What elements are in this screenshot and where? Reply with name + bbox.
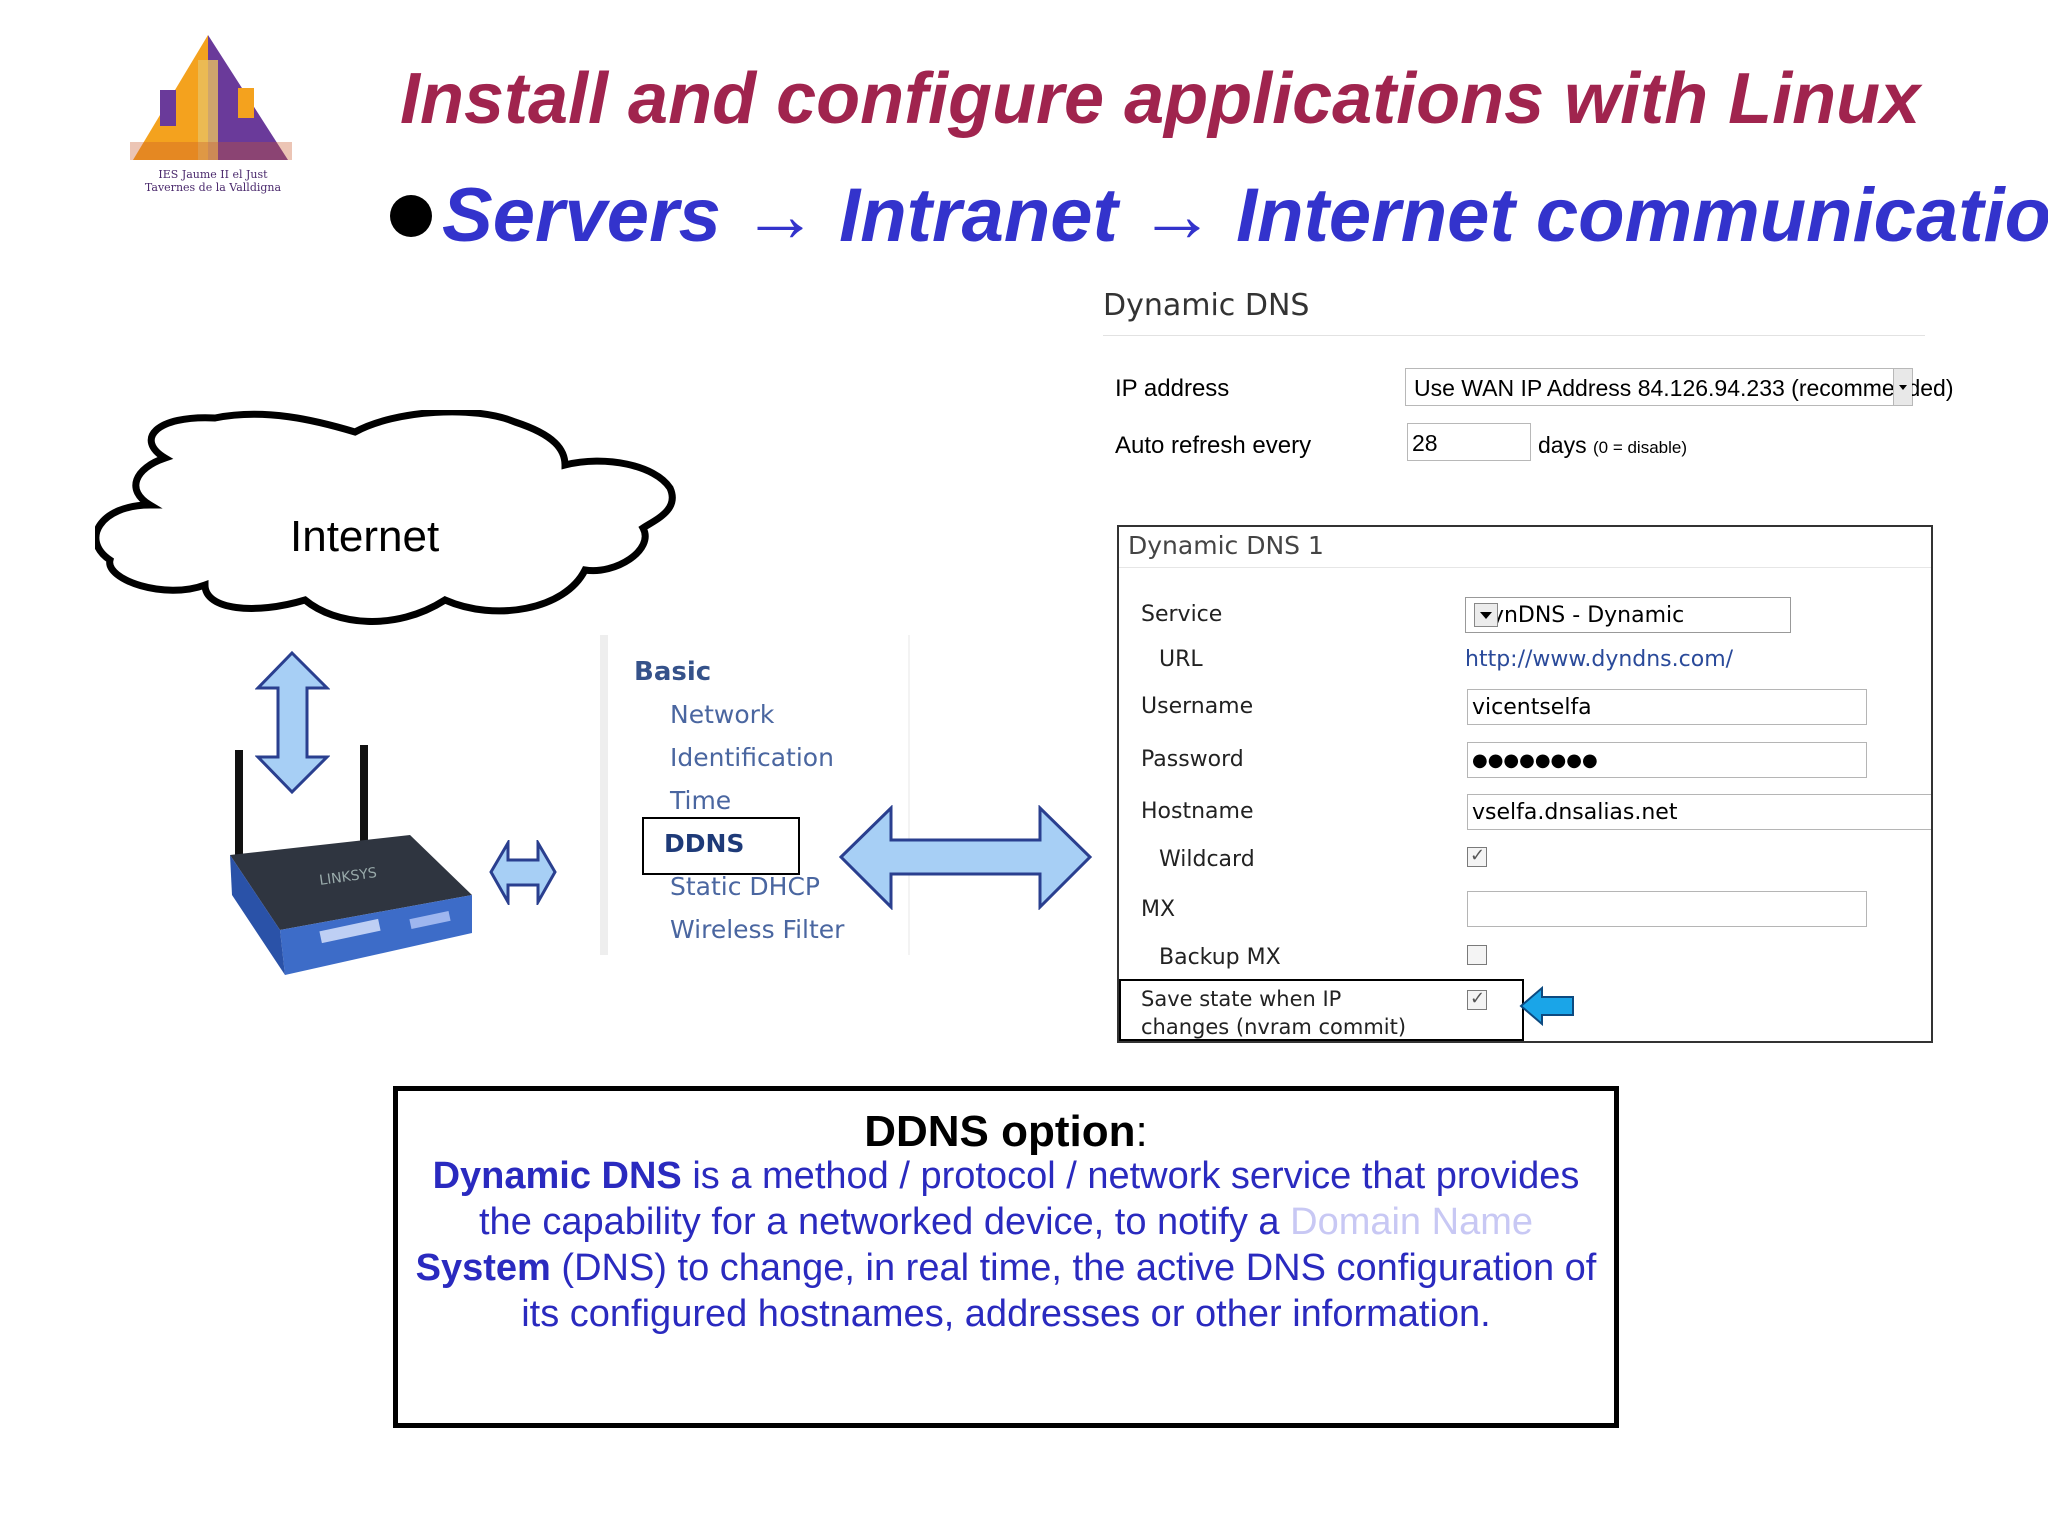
- hostname-value: vselfa.dnsalias.net: [1472, 800, 1677, 825]
- nav-item-time[interactable]: Time: [670, 786, 731, 815]
- logo-caption-line1: IES Jaume II el Just: [128, 168, 298, 181]
- logo-triangle-icon: [128, 30, 298, 165]
- definition-text-part2: (DNS) to change, in real time, the activ…: [521, 1247, 1596, 1335]
- cloud-label: Internet: [290, 512, 439, 562]
- definition-box: DDNS option: Dynamic DNS is a method / p…: [393, 1086, 1619, 1428]
- school-logo: IES Jaume II el Just Tavernes de la Vall…: [128, 30, 298, 205]
- url-link[interactable]: http://www.dyndns.com/: [1465, 647, 1733, 672]
- definition-heading: DDNS option:: [398, 1107, 1614, 1157]
- ip-address-label: IP address: [1115, 375, 1229, 403]
- nav-item-identification[interactable]: Identification: [670, 743, 834, 772]
- slide-subtitle: Servers → Intranet → Internet communicat…: [442, 172, 2048, 259]
- url-label: URL: [1159, 647, 1203, 672]
- ddns1-divider: [1119, 567, 1931, 568]
- definition-heading-bold: DDNS option: [864, 1107, 1135, 1156]
- ip-address-value: Use WAN IP Address 84.126.94.233 (recomm…: [1414, 375, 1954, 402]
- hostname-label: Hostname: [1141, 799, 1253, 824]
- logo-caption-line2: Tavernes de la Valldigna: [128, 181, 298, 194]
- backup-mx-checkbox[interactable]: [1467, 945, 1487, 965]
- wireless-router-icon: LINKSYS: [210, 745, 480, 985]
- double-arrow-horizontal-icon: [838, 805, 1093, 910]
- nav-heading: Basic: [634, 657, 711, 687]
- definition-text: Dynamic DNS is a method / protocol / net…: [408, 1153, 1604, 1337]
- service-label: Service: [1141, 602, 1222, 627]
- service-value: DynDNS - Dynamic: [1474, 603, 1684, 628]
- ddns-section-title: Dynamic DNS: [1103, 288, 1309, 323]
- username-label: Username: [1141, 694, 1253, 719]
- wildcard-checkbox[interactable]: [1467, 847, 1487, 867]
- nav-item-wireless-filter[interactable]: Wireless Filter: [670, 915, 844, 944]
- double-arrow-small-icon: [488, 840, 558, 905]
- hostname-input[interactable]: vselfa.dnsalias.net: [1467, 794, 1931, 830]
- mx-input[interactable]: [1467, 891, 1867, 927]
- auto-refresh-value: 28: [1412, 430, 1438, 457]
- username-input[interactable]: vicentselfa: [1467, 689, 1867, 725]
- service-select[interactable]: DynDNS - Dynamic: [1465, 597, 1791, 633]
- definition-system: System: [416, 1247, 551, 1289]
- definition-heading-colon: :: [1136, 1107, 1148, 1156]
- backup-mx-label: Backup MX: [1159, 945, 1281, 970]
- wildcard-label: Wildcard: [1159, 847, 1255, 872]
- definition-term: Dynamic DNS: [433, 1155, 682, 1197]
- auto-refresh-input[interactable]: 28: [1407, 423, 1531, 461]
- ip-address-select[interactable]: Use WAN IP Address 84.126.94.233 (recomm…: [1405, 368, 1913, 406]
- chevron-down-icon[interactable]: [1474, 603, 1498, 627]
- chevron-down-icon[interactable]: [1893, 369, 1912, 405]
- nav-item-network[interactable]: Network: [670, 700, 774, 729]
- password-label: Password: [1141, 747, 1244, 772]
- bullet-icon: [390, 195, 432, 237]
- slide-title: Install and configure applications with …: [400, 58, 1920, 140]
- definition-domain-name: Domain Name: [1290, 1201, 1533, 1243]
- nav-selection-highlight: [642, 817, 800, 875]
- nav-item-static-dhcp[interactable]: Static DHCP: [670, 872, 820, 901]
- days-label: days (0 = disable): [1538, 432, 1687, 459]
- save-state-highlight: [1119, 979, 1524, 1041]
- password-value: ●●●●●●●●: [1472, 750, 1598, 771]
- days-unit: days: [1538, 432, 1587, 458]
- pointer-arrow-icon: [1518, 985, 1576, 1027]
- password-input[interactable]: ●●●●●●●●: [1467, 742, 1867, 778]
- username-value: vicentselfa: [1472, 695, 1592, 720]
- auto-refresh-label: Auto refresh every: [1115, 432, 1311, 460]
- mx-label: MX: [1141, 897, 1175, 922]
- days-hint: (0 = disable): [1593, 438, 1687, 457]
- ddns1-title: Dynamic DNS 1: [1128, 531, 1324, 560]
- ddns-section-divider: [1103, 335, 1925, 336]
- ddns1-panel: Dynamic DNS 1 Service DynDNS - Dynamic U…: [1117, 525, 1933, 1043]
